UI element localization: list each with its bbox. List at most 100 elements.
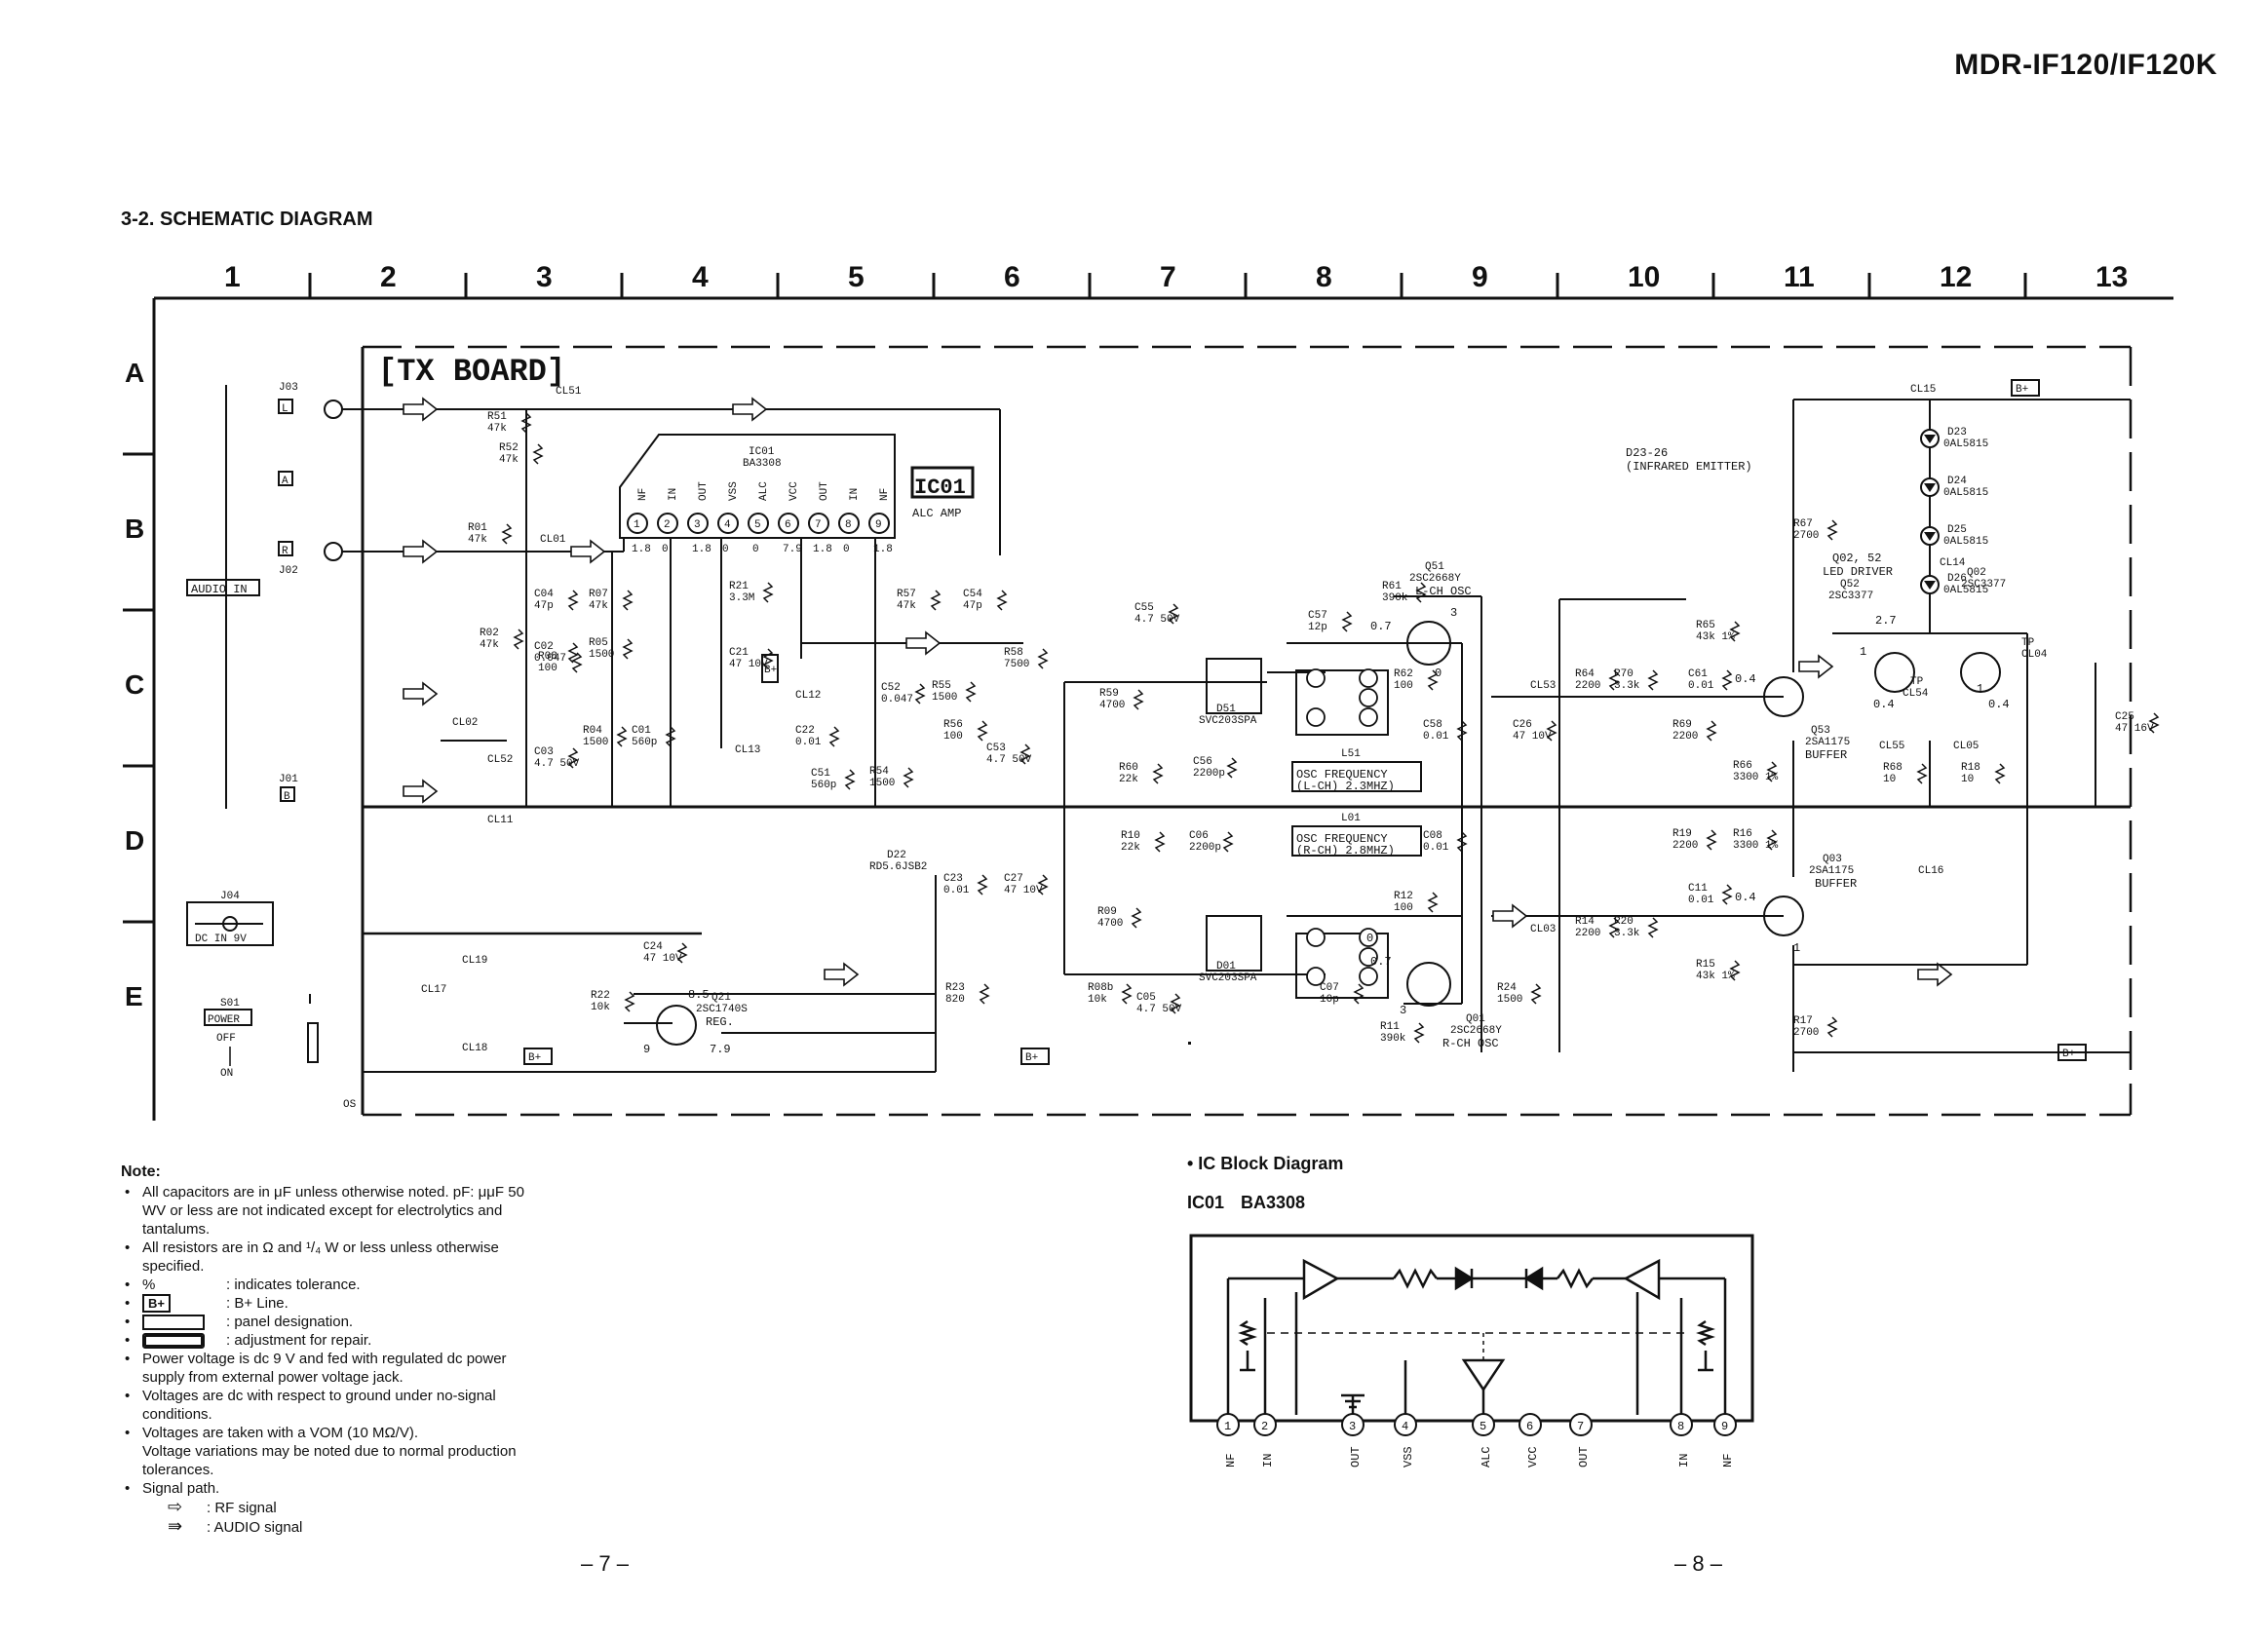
q21-ref: Q21 xyxy=(711,992,731,1004)
led-ref: D24 xyxy=(1947,476,1967,487)
component-ref: R21 xyxy=(729,581,749,592)
coil-pin xyxy=(1306,967,1326,986)
q01-part: 2SC2668Y xyxy=(1450,1025,1502,1037)
component-ref: R11 xyxy=(1380,1021,1400,1033)
component-symbol xyxy=(513,629,524,650)
component-value: 1500 xyxy=(932,692,957,704)
column-label-7: 7 xyxy=(1160,261,1176,293)
component-symbol xyxy=(1647,669,1659,691)
ic01-pin-number: 2 xyxy=(664,519,671,531)
ic01-pin xyxy=(717,513,739,534)
component-symbol xyxy=(616,726,628,747)
ic01-function: ALC AMP xyxy=(912,507,961,520)
component-value: 0.01 xyxy=(1423,842,1449,854)
d01-part: SVC203SPA xyxy=(1199,972,1257,984)
component-ref: R23 xyxy=(945,982,965,994)
component-ref: R56 xyxy=(943,719,963,731)
ic-block-pin-number: 7 xyxy=(1577,1420,1584,1433)
component-value: 390k xyxy=(1380,1033,1406,1045)
cl02-label: CL02 xyxy=(452,717,478,729)
column-label-8: 8 xyxy=(1316,261,1332,293)
component-value: 0.047 xyxy=(534,653,566,665)
osc2-freq: OSC FREQUENCY xyxy=(1296,832,1388,846)
component-symbol xyxy=(1121,983,1133,1005)
component-symbol xyxy=(532,443,544,465)
cl01-label: CL01 xyxy=(540,534,566,546)
q51-ref: Q51 xyxy=(1425,561,1444,573)
component-symbol xyxy=(1154,831,1166,853)
component-ref: C22 xyxy=(795,725,815,737)
component-symbol xyxy=(903,767,914,788)
bplus-text: : B+ Line. xyxy=(226,1295,288,1312)
component-ref: C58 xyxy=(1423,719,1442,731)
ic01-ref: IC01 xyxy=(749,446,775,458)
component-value: 100 xyxy=(1394,902,1413,914)
ic01-pin-number: 6 xyxy=(785,519,791,531)
component-symbol xyxy=(1608,917,1620,938)
a-label: A xyxy=(282,476,288,487)
component-value: 4700 xyxy=(1099,700,1125,711)
component-ref: R65 xyxy=(1696,620,1715,631)
component-value: 3.3k xyxy=(1614,928,1640,939)
ic-block-pin-name: IN xyxy=(1261,1454,1275,1467)
j04-label: J04 xyxy=(220,891,240,902)
v-q02: 0.4 xyxy=(1988,698,2010,711)
emitter-name: (INFRARED EMITTER) xyxy=(1626,460,1752,474)
note-power: Power voltage is dc 9 V and fed with reg… xyxy=(121,1350,540,1387)
component-ref: R61 xyxy=(1382,581,1402,592)
row-label-C: C xyxy=(125,669,144,700)
v-one-a: 1 xyxy=(1860,645,1866,659)
component-value: 22k xyxy=(1121,842,1140,854)
column-label-13: 13 xyxy=(2095,261,2128,293)
coil-pin xyxy=(1306,707,1326,727)
ic01-pin-name: NF xyxy=(637,488,649,501)
signal-arrow-icon xyxy=(905,630,942,656)
ic-block-pin-number: 6 xyxy=(1526,1420,1533,1433)
os-label: OS xyxy=(343,1099,357,1111)
component-ref: R02 xyxy=(480,628,499,639)
ic01-pin-name: OUT xyxy=(819,481,830,501)
component-symbol xyxy=(571,652,583,673)
column-label-11: 11 xyxy=(1784,261,1815,293)
signal-arrow-icon xyxy=(570,539,606,564)
component-symbol xyxy=(762,582,774,603)
component-value: 1500 xyxy=(589,649,614,661)
component-value: 47k xyxy=(487,423,507,435)
component-symbol xyxy=(1729,621,1741,642)
v-zero-b: 0 xyxy=(1366,932,1373,945)
component-ref: C61 xyxy=(1688,668,1708,680)
component-symbol xyxy=(1415,582,1427,603)
led-driver-name: LED DRIVER xyxy=(1823,565,1893,579)
component-symbol xyxy=(567,590,579,611)
ic01-pin-name: IN xyxy=(849,488,861,501)
ic01-pin xyxy=(868,513,890,534)
cl04-label: CL04 xyxy=(2021,649,2048,661)
ic-block-title: • IC Block Diagram xyxy=(1187,1154,1344,1173)
q53-part: 2SA1175 xyxy=(1805,737,1850,748)
component-symbol xyxy=(1168,603,1179,625)
component-ref: R05 xyxy=(589,637,608,649)
q21-part: 2SC1740S xyxy=(696,1004,748,1015)
component-ref: C11 xyxy=(1688,883,1708,895)
component-ref: R55 xyxy=(932,680,951,692)
component-ref: C56 xyxy=(1193,756,1212,768)
cl19-label: CL19 xyxy=(462,955,487,967)
signal-arrow-icon xyxy=(1492,903,1528,929)
component-value: 0.01 xyxy=(943,885,970,896)
component-symbol xyxy=(1826,1016,1838,1038)
l51-label: L51 xyxy=(1341,748,1361,760)
q53-buffer: BUFFER xyxy=(1805,748,1847,762)
lch-osc: L-CH OSC xyxy=(1415,585,1472,598)
ic01-pin-number: 4 xyxy=(724,519,731,531)
component-ref: C23 xyxy=(943,873,963,885)
q52-ref: Q52 xyxy=(1840,579,1860,591)
power-label: POWER xyxy=(208,1014,240,1026)
ic-block-pin-name: VCC xyxy=(1526,1446,1540,1467)
component-symbol xyxy=(1994,763,2006,784)
cl03-label: CL03 xyxy=(1530,924,1556,935)
ic-block-pin-name: VSS xyxy=(1402,1446,1415,1467)
component-ref: R57 xyxy=(897,589,916,600)
component-symbol xyxy=(1037,874,1049,896)
component-value: 560p xyxy=(632,737,657,748)
